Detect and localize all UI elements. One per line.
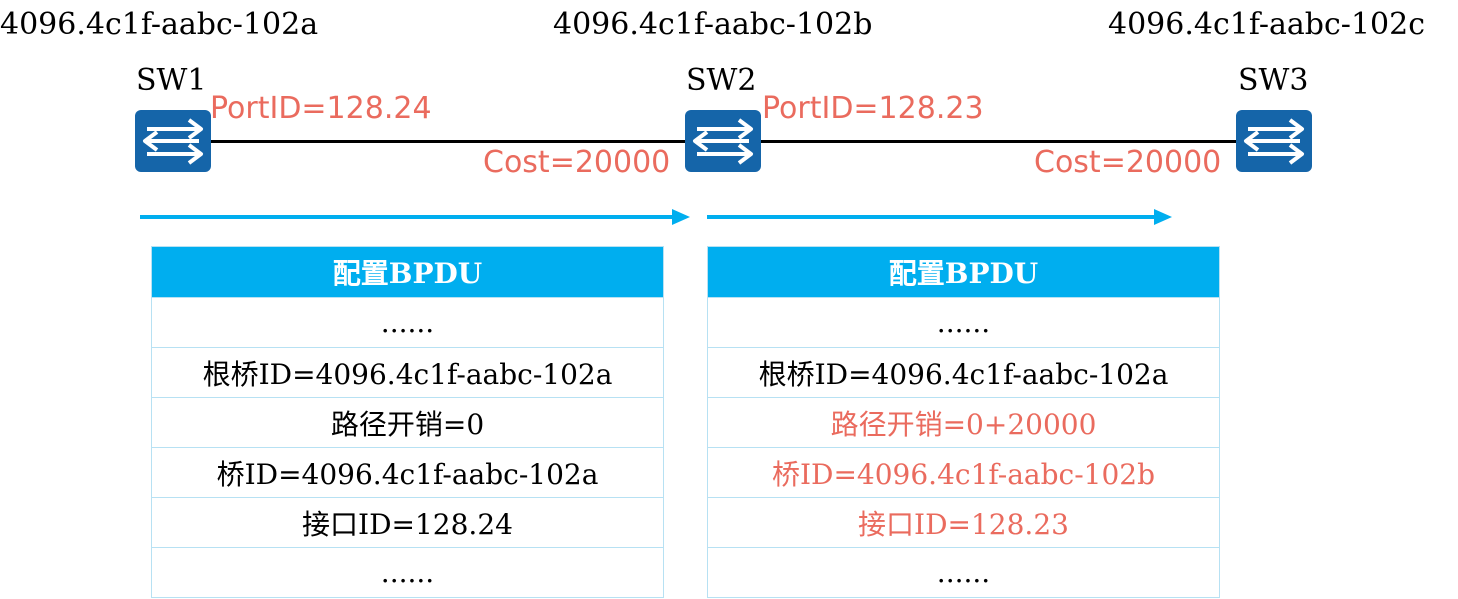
bridge-id-sw2: 4096.4c1f-aabc-102b [553,7,873,42]
port-id-label-sw2: PortID=128.23 [762,91,984,126]
bpdu-row: ...... [152,297,663,347]
bpdu-row-port-id: 接口ID=128.23 [708,497,1219,547]
bpdu-row-root-bridge-id: 根桥ID=4096.4c1f-aabc-102a [152,347,663,397]
bpdu-table-sw1: 配置BPDU ...... 根桥ID=4096.4c1f-aabc-102a 路… [151,246,664,598]
cost-label-link2: Cost=20000 [1034,145,1222,180]
switch-icon[interactable] [135,110,211,172]
bpdu-row-root-bridge-id: 根桥ID=4096.4c1f-aabc-102a [708,347,1219,397]
bpdu-row-bridge-id: 桥ID=4096.4c1f-aabc-102b [708,447,1219,497]
bpdu-row-port-id: 接口ID=128.24 [152,497,663,547]
bridge-id-sw1: 4096.4c1f-aabc-102a [0,7,319,42]
bpdu-table-header: 配置BPDU [708,247,1219,297]
bridge-id-sw3: 4096.4c1f-aabc-102c [1108,7,1426,42]
switch-name-sw1: SW1 [136,63,207,98]
cost-label-link1: Cost=20000 [483,145,671,180]
bpdu-row: ...... [152,547,663,597]
bpdu-table-header: 配置BPDU [152,247,663,297]
port-id-label-sw1: PortID=128.24 [210,91,432,126]
bpdu-row: ...... [708,547,1219,597]
bpdu-row: ...... [708,297,1219,347]
switch-name-sw2: SW2 [686,63,757,98]
bpdu-row-path-cost: 路径开销=0 [152,397,663,447]
direction-arrow-2 [707,209,1172,225]
switch-icon[interactable] [1236,110,1312,172]
bpdu-table-sw2: 配置BPDU ...... 根桥ID=4096.4c1f-aabc-102a 路… [707,246,1220,598]
link-sw1-sw2 [210,140,686,143]
link-sw2-sw3 [760,140,1238,143]
bpdu-row-path-cost: 路径开销=0+20000 [708,397,1219,447]
direction-arrow-1 [140,209,690,225]
switch-name-sw3: SW3 [1238,63,1309,98]
bpdu-row-bridge-id: 桥ID=4096.4c1f-aabc-102a [152,447,663,497]
switch-icon[interactable] [685,110,761,172]
